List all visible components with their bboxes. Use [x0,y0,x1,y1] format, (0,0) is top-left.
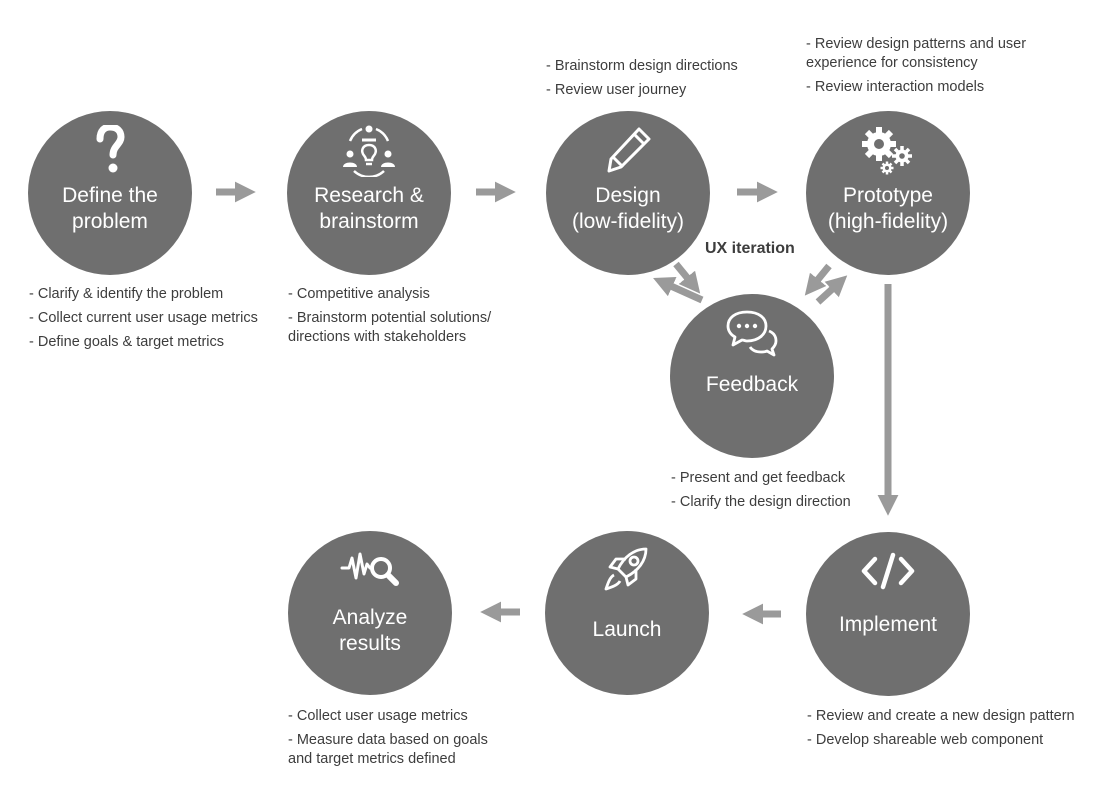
note-item: - Clarify & identify the problem [29,286,224,302]
ux-iteration-label: UX iteration [705,240,795,257]
note-item: - Collect user usage metrics [288,708,468,724]
note-item: - Review interaction models [806,79,985,95]
node-prototype: Prototype (high-fidelity) [806,111,970,275]
arrow-feedback-to-design [653,277,704,304]
code-icon [860,544,916,598]
node-label: Analyze results [332,606,408,655]
node-label: Design (low-fidelity) [571,184,684,233]
arrow-feedback-to-prototype [815,275,848,305]
node-analyze-results: Analyze results [288,531,452,695]
note-item: - Develop shareable web component [807,732,1044,748]
notes-research-brainstorm: - Competitive analysis - Brainstorm pote… [288,285,491,352]
team-idea-icon [340,123,398,177]
node-label: Research & brainstorm [314,184,424,233]
node-label: Define the problem [62,184,158,233]
node-design: Design (low-fidelity) [546,111,710,275]
note-item: - Competitive analysis [288,286,430,302]
note-item: - Review design patterns and user experi… [806,36,1027,71]
pulse-search-icon [340,543,400,597]
node-feedback: Feedback [670,294,834,458]
notes-prototype: - Review design patterns and user experi… [806,35,1026,102]
arrow-prototype-to-feedback [804,263,832,296]
node-label: Prototype (high-fidelity) [827,184,949,233]
note-item: - Present and get feedback [671,470,846,486]
notes-implement: - Review and create a new design pattern… [807,707,1075,755]
node-research-brainstorm: Research & brainstorm [287,111,451,275]
notes-design: - Brainstorm design directions - Review … [546,57,738,105]
node-define-problem: Define the problem [28,111,192,275]
notes-feedback: - Present and get feedback - Clarify the… [671,469,851,517]
note-item: - Review user journey [546,82,687,98]
rocket-icon [602,543,652,597]
note-item: - Brainstorm design directions [546,58,738,74]
note-item: - Define goals & target metrics [29,334,225,350]
node-label: Implement [838,613,938,636]
note-item: - Measure data based on goals and target… [288,732,488,767]
pencil-icon [603,123,653,177]
node-launch: Launch [545,531,709,695]
chat-bubbles-icon [725,306,779,360]
question-icon [93,123,127,177]
arrow-design-to-feedback [673,261,701,294]
node-implement: Implement [806,532,970,696]
gears-icon [859,123,917,177]
note-item: - Review and create a new design pattern [807,708,1075,724]
note-item: - Collect current user usage metrics [29,310,258,326]
note-item: - Brainstorm potential solutions/ direct… [288,310,492,345]
notes-analyze-results: - Collect user usage metrics - Measure d… [288,707,488,774]
node-label: Feedback [705,373,799,396]
node-label: Launch [592,618,662,641]
notes-define-problem: - Clarify & identify the problem - Colle… [29,285,258,357]
note-item: - Clarify the design direction [671,494,851,510]
